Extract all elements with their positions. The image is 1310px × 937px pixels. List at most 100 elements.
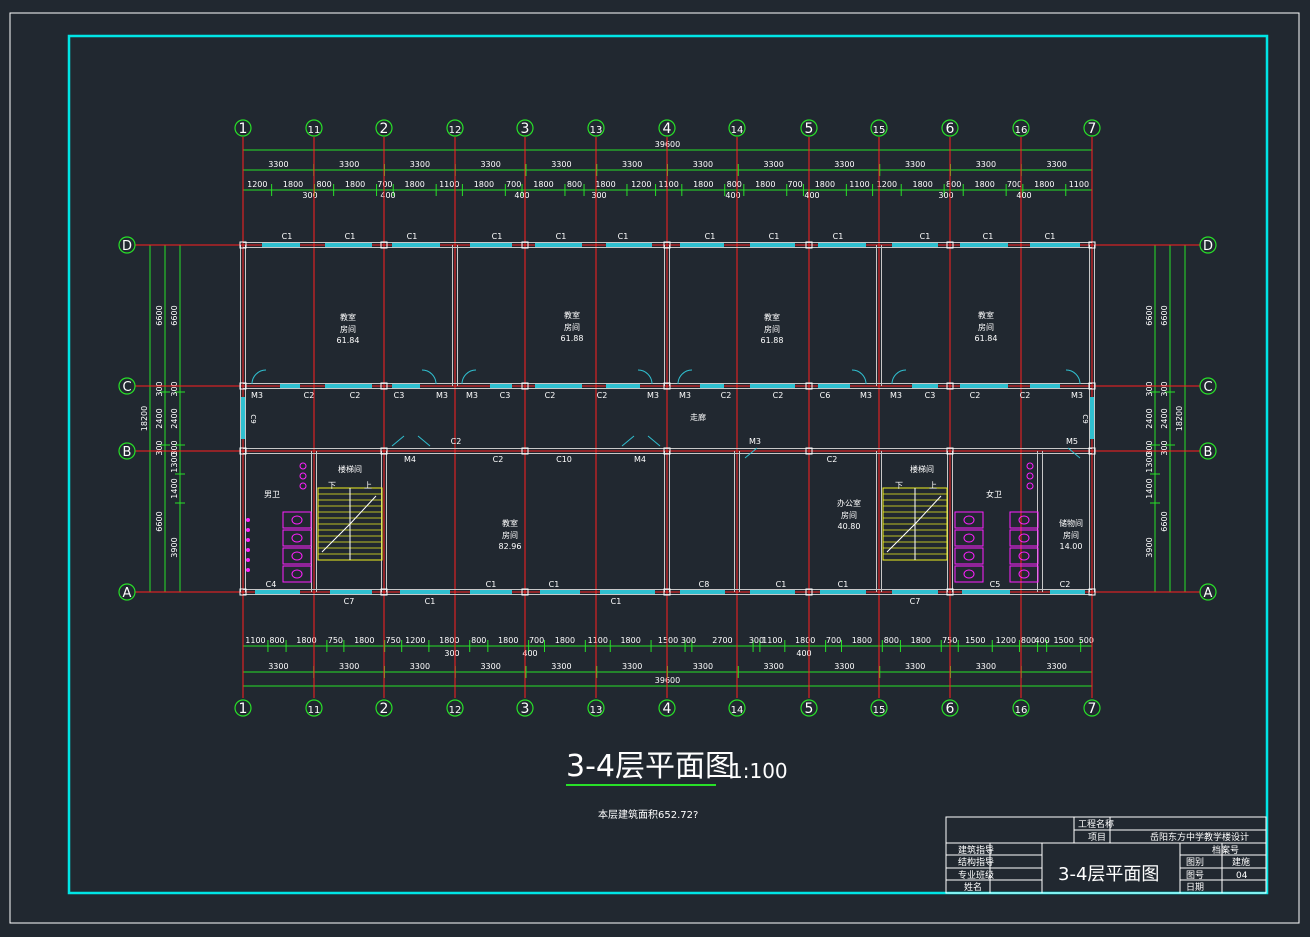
axis-bubble-label: 1	[239, 121, 248, 137]
urinal	[246, 548, 250, 552]
opening-tag-c: C2	[597, 391, 608, 400]
opening-tag-b: M3	[749, 437, 761, 446]
dim-left-detail-label: 1300	[170, 452, 179, 472]
opening-tag-side: C9	[249, 414, 257, 423]
dim-top-detail-label: 1800	[755, 180, 775, 189]
dim-right-detail-label: 3900	[1145, 537, 1154, 557]
tb-row-label-2: 专业班级	[958, 869, 994, 881]
dim-top-detail-label: 1800	[345, 180, 365, 189]
window-tag-d: C1	[983, 232, 994, 241]
row-bubble-label: A	[1204, 586, 1213, 601]
axis-bubble-label: 15	[873, 125, 886, 136]
window-d-11	[1030, 243, 1080, 247]
dim-bottom-detail-label: 1800	[439, 636, 459, 645]
door-leaf-5	[1067, 447, 1081, 459]
window-d-5	[606, 243, 652, 247]
area-note: 本层建筑面积652.72?	[598, 808, 698, 821]
door-leaf-2	[621, 435, 635, 447]
toilets-women-2-bowl	[1018, 515, 1030, 525]
dim-bottom-bays-label: 3300	[339, 662, 359, 671]
dim-top-bays-label: 3300	[551, 160, 571, 169]
toilets-women-stall	[954, 547, 984, 565]
axis-bubble-bottom-8	[800, 699, 818, 717]
axis-bubble-label: 12	[449, 705, 462, 716]
window-c-4	[535, 384, 582, 388]
dim-bottom-detail-label: 1800	[354, 636, 374, 645]
stair-direction: 上	[929, 481, 937, 490]
dim-left-main-label: 2400	[155, 408, 164, 428]
dim-bottom-detail-label: 700	[529, 636, 544, 645]
dim-left-main-label: 300	[155, 440, 164, 455]
opening-tag-c: M3	[860, 391, 872, 400]
window-d-8	[818, 243, 866, 247]
axis-bubble-bottom-12	[1083, 699, 1101, 717]
toilets-women-stall	[954, 511, 984, 529]
axis-bubble-top-7	[728, 119, 746, 137]
toilets-men-bowl	[291, 533, 303, 543]
opening-tag-a: C1	[486, 580, 497, 589]
opening-tag-a: C1	[549, 580, 560, 589]
room-area: 82.96	[499, 542, 522, 551]
tb-row-label-3: 姓名	[964, 881, 982, 893]
dim-bottom-mark: 400	[796, 649, 811, 658]
room-sub: 房间	[340, 324, 356, 334]
dim-top-detail-label: 1100	[1069, 180, 1089, 189]
column	[946, 382, 954, 390]
dim-top-detail-label: 1800	[283, 180, 303, 189]
sink	[299, 482, 307, 490]
dim-left-detail-label: 300	[170, 381, 179, 396]
dim-right-main-label: 2400	[1160, 408, 1169, 428]
dim-top-detail-label: 1800	[595, 180, 615, 189]
opening-tag-c: C2	[970, 391, 981, 400]
dim-top-mark: 300	[591, 191, 606, 200]
opening-tag-a: C5	[990, 580, 1001, 589]
dim-bottom-detail-label: 2700	[712, 636, 732, 645]
column	[663, 447, 671, 455]
column	[1088, 447, 1096, 455]
dim-bottom-detail-label: 1100	[762, 636, 782, 645]
row-bubble-label: B	[123, 445, 132, 460]
opening-tag-c: C2	[773, 391, 784, 400]
axis-bubble-top-11	[1012, 119, 1030, 137]
toilets-women-2-stall	[1009, 529, 1039, 547]
row-bubble-label: C	[122, 380, 131, 395]
dim-top-detail-label: 1200	[631, 180, 651, 189]
dim-bottom-detail-label: 1500	[658, 636, 678, 645]
toilets-women-stall	[954, 529, 984, 547]
opening-tag-b: M4	[404, 455, 416, 464]
axis-bubble-label: 2	[380, 121, 389, 137]
sink	[1026, 462, 1034, 470]
column	[521, 241, 529, 249]
axis-bubble-bottom-6	[658, 699, 676, 717]
opening-tag-a: C1	[838, 580, 849, 589]
room-name: 教室	[978, 310, 994, 320]
column	[1088, 588, 1096, 596]
toilets-men-stall	[282, 565, 312, 583]
opening-tag-c: C2	[545, 391, 556, 400]
toilets-women-2-bowl	[1018, 569, 1030, 579]
dim-top-bays-label: 3300	[976, 160, 996, 169]
dim-top-detail-label: 1200	[877, 180, 897, 189]
dim-top-detail-label: 700	[787, 180, 802, 189]
window-c-10	[960, 384, 1008, 388]
door-leaf-0	[391, 435, 405, 447]
sink	[1026, 482, 1034, 490]
fixtures	[246, 462, 1039, 583]
window-d-10	[960, 243, 1008, 247]
walls	[239, 241, 1096, 596]
urinal	[246, 528, 250, 532]
dim-top-mark: 300	[938, 191, 953, 200]
column	[521, 382, 529, 390]
dim-top-detail-label: 1800	[693, 180, 713, 189]
plan-labels: 教室房间61.84教室房间61.88教室房间61.88教室房间61.84走廊教室…	[249, 232, 1089, 606]
room-name: 教室	[502, 518, 518, 528]
tb-value-0: 建施	[1232, 856, 1250, 868]
dim-top-detail-label: 800	[567, 180, 582, 189]
window-c-3	[490, 384, 512, 388]
title-block	[945, 816, 1267, 894]
drawing-title: 3-4层平面图	[566, 749, 735, 784]
dim-right-detail-label: 1300	[1145, 452, 1154, 472]
row-bubble-left-A	[118, 583, 136, 601]
axis-bubble-bottom-10	[941, 699, 959, 717]
window-d-3	[470, 243, 512, 247]
